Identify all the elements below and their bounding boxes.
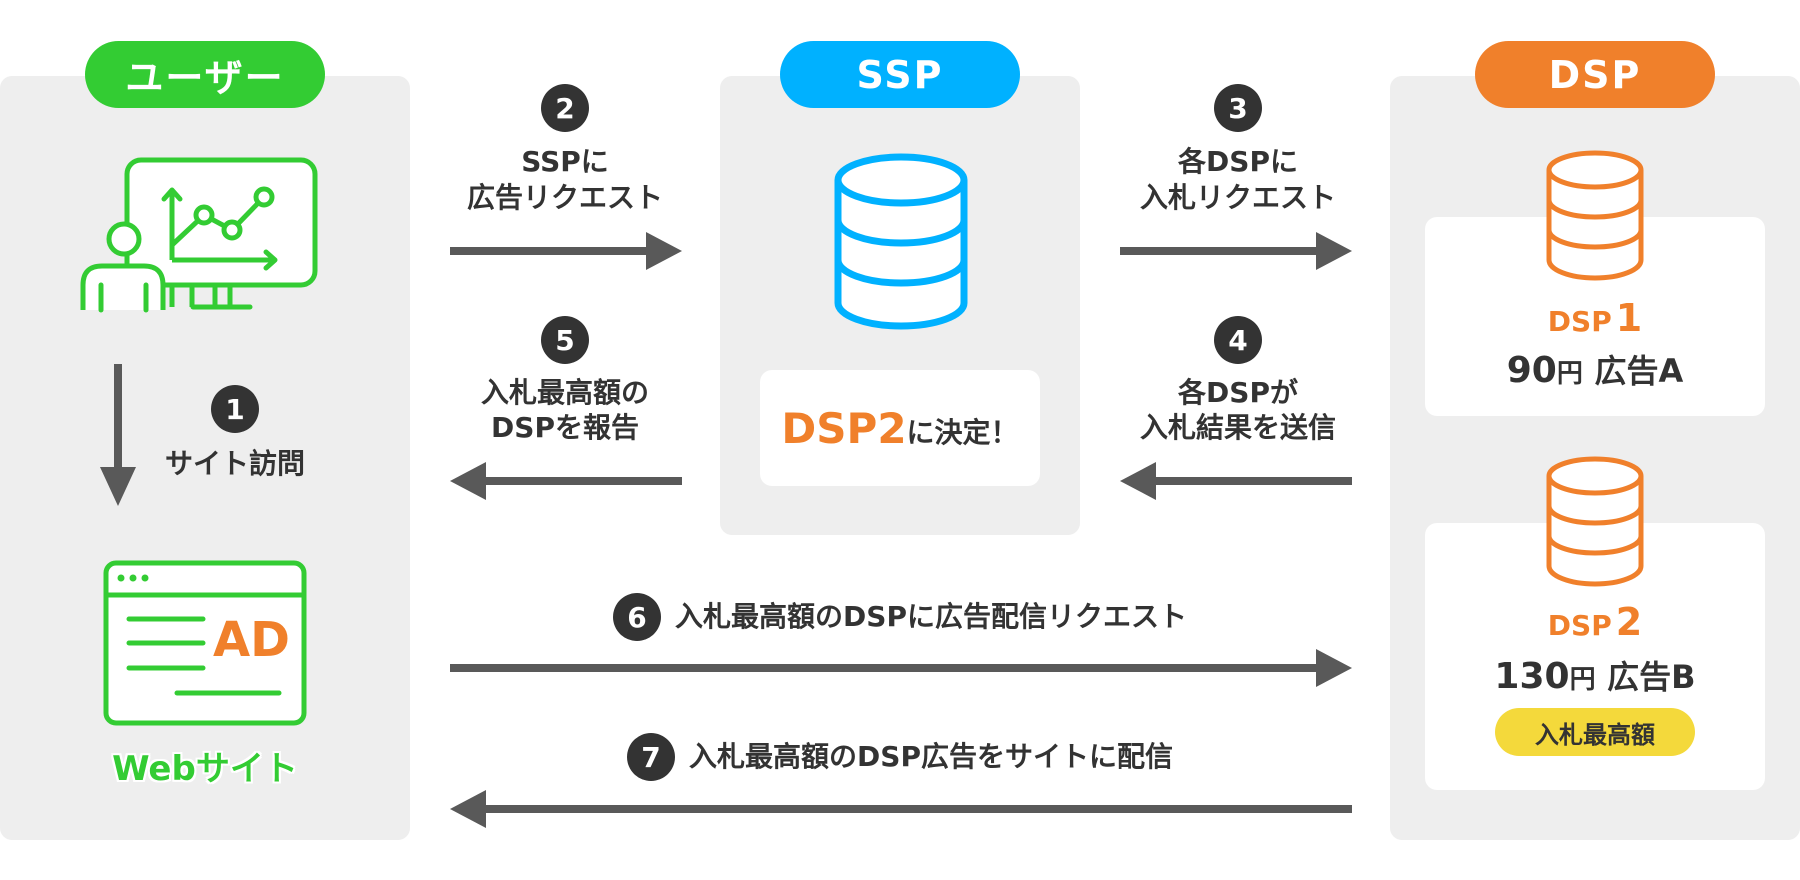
step-1-arrow-down [100,364,136,506]
user-title-pill: ユーザー [85,41,325,108]
step-3-label-line2: 入札リクエスト [1139,181,1336,214]
step-7-arrow-left [450,790,1352,828]
ssp-database-icon [834,153,968,333]
highest-bid-badge: 入札最高額 [1495,708,1695,756]
decision-highlight: DSP2 [781,403,907,453]
dsp1-database-icon [1546,150,1644,282]
dsp2-price-unit: 円 [1569,665,1596,695]
step-3-number-badge: 3 [1214,84,1262,132]
step-7-label: 入札最高額のDSP広告をサイトに配信 [689,740,1173,773]
dsp2-ad-name: 広告B [1607,658,1696,696]
step-5-arrow-left [450,462,682,500]
step-1-number-badge: 1 [211,385,259,433]
website-label: Webサイト [112,749,298,789]
ssp-title-pill: SSP [780,41,1020,108]
step-2-label-line2: 広告リクエスト [466,181,663,214]
step-4-arrow-left [1120,462,1352,500]
dsp1-name-prefix: DSP [1547,305,1612,338]
dsp2-price-ad: 130円 広告B [1425,652,1765,698]
step-6-label: 入札最高額のDSPに広告配信リクエスト [675,600,1187,633]
ad-text: AD [213,612,290,668]
step-5-label-line1: 入札最高額の [480,376,649,409]
step-6-heading: 6 入札最高額のDSPに広告配信リクエスト [450,592,1350,642]
browser-ad-icon: AD [103,560,307,726]
dsp1-name-number: 1 [1615,296,1643,340]
step-3-label-line1: 各DSPに [1178,145,1298,178]
dsp1-ad-name: 広告A [1594,352,1684,390]
step-2-number-badge: 2 [541,84,589,132]
step-5-number-badge: 5 [541,316,589,364]
dsp2-database-icon [1546,456,1644,588]
step-3-arrow-right [1120,232,1352,270]
dsp-title-pill: DSP [1475,41,1715,108]
dsp1-price-unit: 円 [1556,359,1583,389]
step-6-arrow-right [450,649,1352,687]
step-6-number-badge: 6 [613,593,662,641]
step-2-arrow-right [450,232,682,270]
step-7-number-badge: 7 [627,733,676,781]
decision-suffix: に決定！ [906,416,1019,449]
step-2-label-line1: SSPに [521,145,609,178]
step-5-label-line2: DSPを報告 [491,411,639,444]
dsp2-name-prefix: DSP [1547,609,1612,642]
dsp1-price-ad: 90円 広告A [1425,346,1765,392]
step-7-heading: 7 入札最高額のDSP広告をサイトに配信 [450,732,1350,782]
ssp-decision-box: DSP2 に決定！ [760,370,1040,486]
step-4-number-badge: 4 [1214,316,1262,364]
step-4-label-line1: 各DSPが [1178,376,1298,409]
step-1-label: サイト訪問 [164,447,305,480]
presenter-chart-icon [80,155,320,315]
step-4-label-line2: 入札結果を送信 [1139,411,1336,444]
dsp2-name-number: 2 [1615,600,1643,644]
dsp1-price-value: 90 [1506,350,1557,391]
dsp2-price-value: 130 [1494,656,1570,697]
